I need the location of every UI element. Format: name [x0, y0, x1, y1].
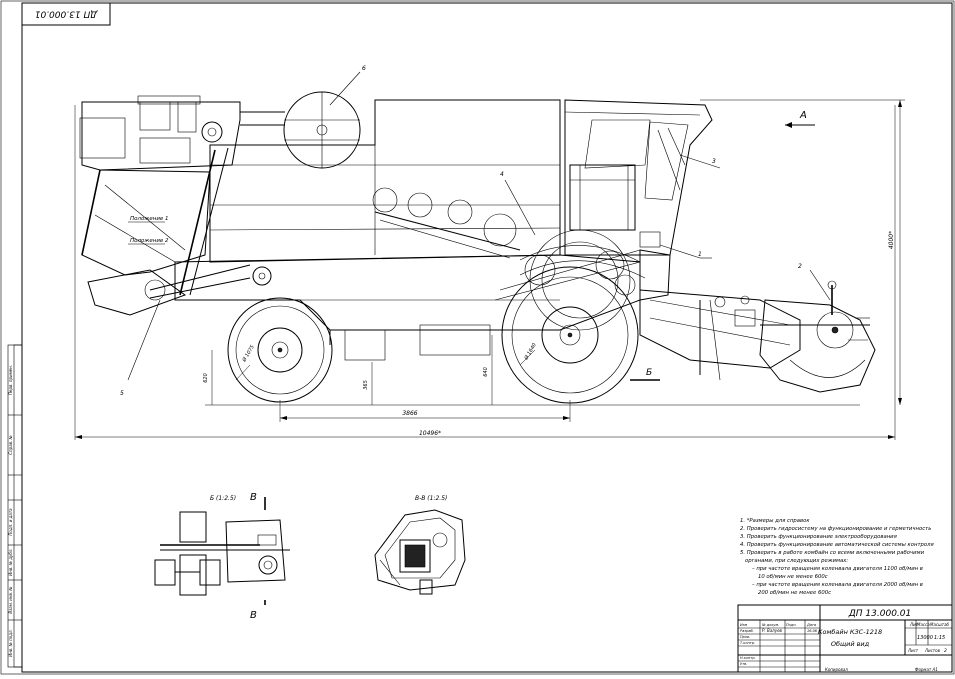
strip-label-4: Инв. № дубл. — [8, 548, 13, 575]
note-4: 4. Проверить функционирование автоматиче… — [740, 542, 935, 548]
left-binding-strip: Перв. примен. Справ. № Подп. и дата Инв.… — [7, 344, 23, 668]
note-6: органами, при следующих режимах: — [745, 558, 848, 564]
technical-notes: 1. *Размеры для справок 2. Проверить гид… — [740, 518, 935, 596]
position-2-label: Положение 2 — [130, 238, 169, 244]
title-block-sheets-value: 2 — [944, 648, 947, 654]
title-block-mass-value: 13000 — [917, 635, 933, 641]
callout-3: 3 — [712, 158, 716, 165]
rear-wheel — [227, 297, 333, 403]
note-10: 200 об/мин не менее 600с — [758, 590, 831, 596]
title-block-scale: Масштаб — [930, 622, 950, 627]
dimension-365: 365 — [363, 380, 369, 390]
title-block-sign: Подп. — [786, 623, 797, 627]
view-v-title: В-В (1:2.5) — [415, 495, 447, 502]
view-b-section-mark: В — [250, 492, 257, 503]
rear-hood — [81, 169, 211, 276]
section-b-mark: Б — [646, 368, 652, 378]
note-5: 5. Проверить в работе комбайн со всеми в… — [740, 550, 925, 556]
position-1-label: Положение 1 — [130, 216, 169, 222]
straw-spreader — [87, 269, 187, 316]
inner-frame — [21, 2, 953, 673]
engine-compartment — [81, 101, 241, 171]
title-block-row-utv: Утв. — [740, 662, 747, 666]
dimension-620: 620 — [203, 373, 209, 383]
corner-code: ДП 13.000.01 — [35, 9, 98, 19]
callout-4: 4 — [500, 171, 504, 178]
dimension-640: 640 — [483, 367, 489, 377]
title-block-sheets: Листов — [924, 648, 941, 653]
combine-chassis — [174, 254, 641, 331]
dimensions: 10496* 3866 4000* 620 365 640 Ø 1075 Ø 1… — [74, 99, 905, 440]
title-block-lit: Лит — [909, 622, 919, 627]
overall-length-dimension: 10496* — [419, 430, 441, 437]
callout-5: 5 — [120, 390, 124, 397]
callout-1: 1 — [698, 251, 702, 258]
title-block-mass: Масса — [917, 622, 930, 627]
title-block-row-razrab: Разраб. — [740, 629, 754, 633]
title-block-doc-code: ДП 13.000.01 — [848, 609, 911, 619]
part-callouts: 1 2 3 4 5 6 — [120, 65, 831, 397]
title-block-name-line1: Комбайн КЗС-1218 — [818, 628, 882, 636]
note-9: – при частоте вращения коленвала двигате… — [752, 582, 923, 588]
combine-body — [209, 99, 561, 263]
note-3: 3. Проверить функционирование электрообо… — [740, 534, 898, 540]
cab-window — [584, 119, 651, 169]
strip-label-7: Инв. № подл. — [8, 629, 13, 657]
title-block-name-line2: Общий вид — [831, 640, 870, 648]
front-wheel-diameter: Ø 1640 — [522, 342, 538, 362]
drive-mechanism — [494, 229, 646, 331]
callout-2: 2 — [798, 263, 802, 270]
combine-side-view: Положение 1 Положение 2 — [79, 91, 876, 406]
note-7: – при частоте вращения коленвала двигате… — [752, 566, 923, 572]
view-b-section-mark-bottom: В — [250, 610, 257, 621]
wheelbase-dimension: 3866 — [402, 410, 417, 417]
detail-view-v-v: В-В (1:2.5) — [374, 495, 466, 595]
title-block-sheet: Лист — [907, 648, 919, 653]
title-block-doc-no: № докум. — [761, 623, 779, 627]
title-block-signer: Р. Валуев — [762, 628, 783, 633]
operator-cab — [564, 99, 713, 256]
title-block-format: Формат А1 — [915, 667, 938, 672]
title-block-row-prov: Пров. — [740, 635, 750, 639]
front-wheel — [501, 266, 639, 404]
title-block-date-value: 16.06 — [807, 629, 818, 633]
overall-height-dimension: 4000* — [888, 231, 895, 249]
title-block-row-nkontr: Н.контр. — [740, 656, 756, 660]
note-8: 10 об/мин не менее 600с — [758, 574, 828, 580]
strip-label-1: Перв. примен. — [8, 365, 13, 395]
title-block: ДП 13.000.01 Комбайн КЗС-1218 Общий вид … — [737, 604, 953, 673]
rear-wheel-diameter: Ø 1075 — [240, 344, 256, 364]
title-block-date: Дата — [806, 623, 816, 627]
title-block-scale-value: 1:15 — [934, 635, 945, 641]
strip-label-3: Подп. и дата — [8, 508, 13, 536]
title-block-row-tkontr: Т.контр. — [740, 641, 755, 645]
view-a-mark: А — [799, 110, 807, 121]
threshing-rotors — [372, 187, 521, 259]
feeder-and-header — [639, 280, 876, 393]
title-block-copied: Копировал — [825, 667, 848, 672]
note-1: 1. *Размеры для справок — [740, 518, 810, 524]
note-2: 2. Проверить гидросистему на функциониро… — [740, 526, 931, 532]
strip-label-2: Справ. № — [8, 435, 13, 454]
detail-view-b: Б (1:2.5) В В — [154, 492, 290, 621]
strip-label-5: Взам. инв. № — [8, 586, 13, 613]
callout-6: 6 — [362, 65, 366, 72]
title-block-izm: Изм — [740, 623, 747, 627]
view-b-title: Б (1:2.5) — [210, 495, 236, 502]
corner-code-box: ДП 13.000.01 — [21, 2, 111, 26]
